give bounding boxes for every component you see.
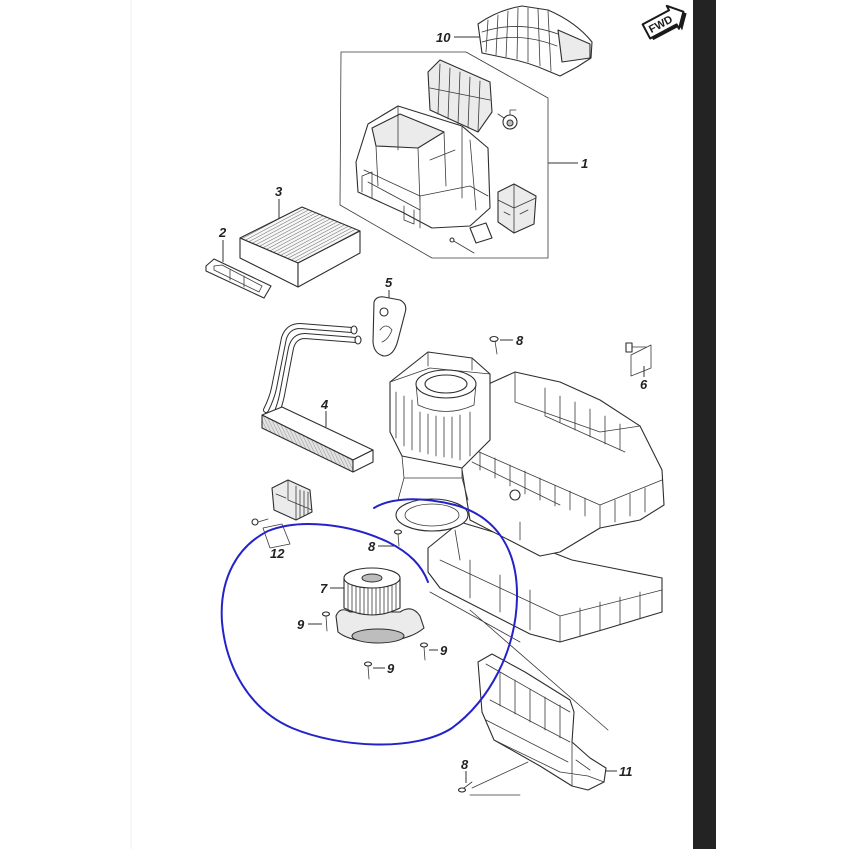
screw-shank xyxy=(257,518,269,523)
part-4-drawing xyxy=(261,323,374,473)
callout-part-9-right: 9 xyxy=(440,643,448,658)
case-opening xyxy=(371,113,445,149)
part-9-right-screw xyxy=(419,642,429,661)
callout-part-1: 1 xyxy=(581,156,588,171)
callout-part-9-bottom: 9 xyxy=(387,661,395,676)
callout-part-3: 3 xyxy=(275,184,283,199)
screw-head xyxy=(321,611,331,617)
small-plate xyxy=(469,222,493,244)
callout-part-6: 6 xyxy=(640,377,648,392)
callout-part-2: 2 xyxy=(218,225,227,240)
core-side-face xyxy=(352,449,374,473)
case-details xyxy=(361,105,489,229)
grille-slats xyxy=(481,7,559,72)
callout-part-8-lower: 8 xyxy=(461,757,469,772)
part-9-left-screw xyxy=(321,611,331,632)
screw-head xyxy=(393,529,403,535)
part-8-lower-screw xyxy=(457,781,473,793)
actuator-details xyxy=(497,183,537,234)
frame-outline xyxy=(205,258,272,299)
callout-numbers: 10 1 3 2 5 8 6 4 8 12 7 9 9 9 8 11 xyxy=(218,30,648,779)
callout-part-9-left: 9 xyxy=(297,617,305,632)
callout-part-12: 12 xyxy=(270,546,285,561)
grille-end-tab xyxy=(557,29,591,63)
sheet xyxy=(630,344,652,377)
blower-housing-ribs xyxy=(389,351,491,461)
filter-right-face xyxy=(297,230,361,288)
part-11-drawing xyxy=(477,653,607,791)
pipe-1-end xyxy=(350,325,358,335)
part-10-drawing xyxy=(477,5,593,77)
callout-part-10: 10 xyxy=(436,30,451,45)
lower-tray-details xyxy=(439,529,663,643)
duct-details xyxy=(485,663,605,787)
part-6-drawing xyxy=(625,342,652,377)
assembly-guide-lines xyxy=(429,591,609,796)
main-case-ribs xyxy=(469,371,663,541)
part-12-drawing xyxy=(251,479,313,549)
hand-drawn-circle-annotation xyxy=(220,498,519,746)
screw-shank xyxy=(463,781,473,789)
lower-ring-bracket xyxy=(397,455,469,501)
frame-inner xyxy=(213,264,263,293)
screw-head xyxy=(419,642,429,648)
screw-head xyxy=(625,342,633,353)
forward-arrow-icon: FWD xyxy=(641,4,687,41)
blower-inlet xyxy=(424,374,468,394)
part-1-drawing xyxy=(355,59,537,254)
callout-part-8-middle: 8 xyxy=(368,539,376,554)
flap-door xyxy=(427,59,493,133)
screw-head xyxy=(489,335,499,343)
screw-shank xyxy=(494,340,498,355)
fan-hub xyxy=(361,573,383,583)
screw-shank xyxy=(423,646,426,661)
fan-blades xyxy=(347,582,397,616)
bracket-hole xyxy=(379,307,389,317)
forward-arrow-shape xyxy=(641,4,685,40)
screw-shank xyxy=(367,665,370,680)
part-5-drawing xyxy=(372,296,407,357)
bracket-slot xyxy=(379,325,393,343)
main-case-outline xyxy=(461,371,665,557)
part-1-group-outline xyxy=(339,51,549,259)
leader-lines xyxy=(222,36,645,783)
knob-center xyxy=(506,119,514,127)
callout-part-7: 7 xyxy=(320,581,328,596)
callout-part-4: 4 xyxy=(320,397,329,412)
resistor-fins xyxy=(275,479,313,521)
link-rod-end xyxy=(449,237,455,243)
pipe-1-body xyxy=(264,324,354,412)
motor-body xyxy=(351,628,405,644)
callout-part-11: 11 xyxy=(619,764,633,779)
link-rod xyxy=(451,239,475,254)
screw-head xyxy=(457,787,467,793)
lower-ring-inner xyxy=(404,503,460,527)
part-8-upper-screw xyxy=(489,335,499,355)
screw-head xyxy=(363,661,373,667)
pipe-2-end xyxy=(354,335,362,345)
screw-head xyxy=(251,518,259,526)
blower-inlet-wall xyxy=(415,383,477,412)
duct-outline xyxy=(477,653,607,791)
part-9-bottom-screw xyxy=(363,661,373,680)
knob-stem xyxy=(497,109,517,119)
main-case-boss xyxy=(509,489,521,501)
part-3-drawing xyxy=(239,206,361,288)
callout-part-8-upper: 8 xyxy=(516,333,524,348)
part-2-drawing xyxy=(205,258,272,299)
screw-shank xyxy=(397,533,400,547)
screw-shank xyxy=(325,615,328,632)
part-8-middle-screw xyxy=(393,529,403,547)
flap-door-ribs xyxy=(429,63,491,132)
part-7-drawing xyxy=(335,567,425,644)
sheet xyxy=(262,523,291,549)
viewer-side-bar xyxy=(693,0,716,849)
main-housing-drawing xyxy=(389,351,665,643)
callout-part-5: 5 xyxy=(385,275,393,290)
